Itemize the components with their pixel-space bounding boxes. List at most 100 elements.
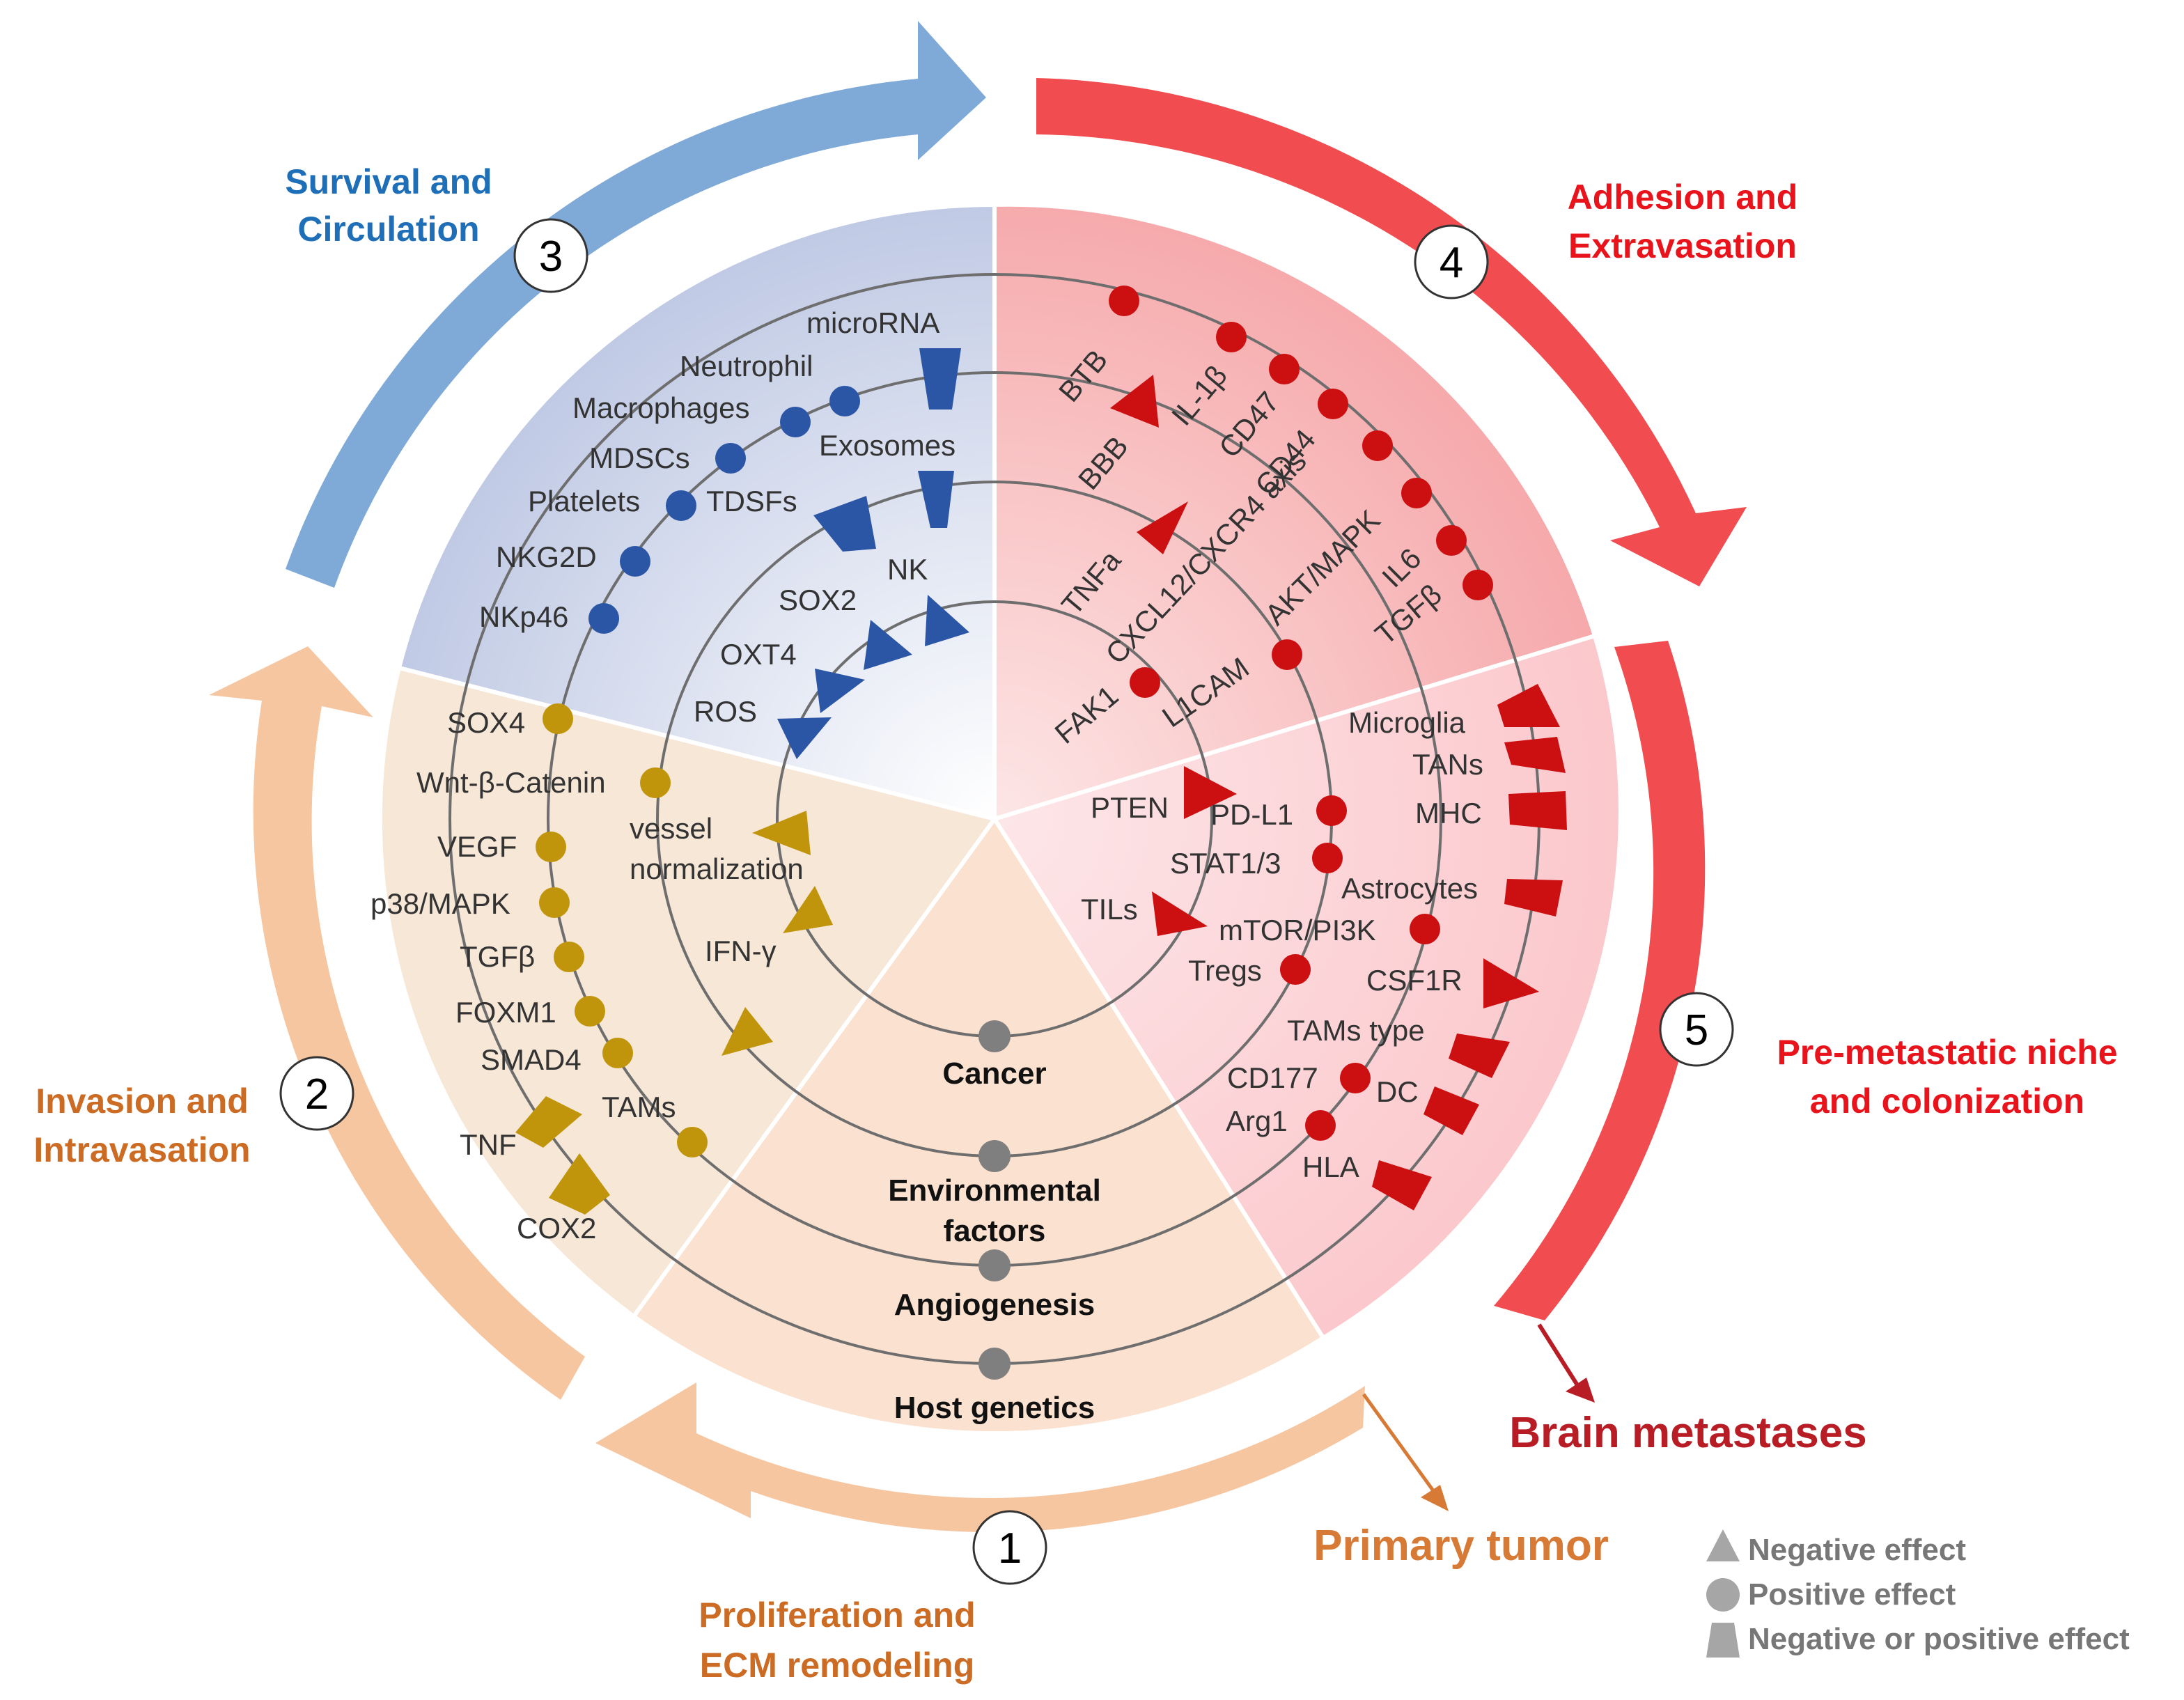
dual-effect-marker (919, 348, 961, 410)
primary-pointer-line (1362, 1393, 1438, 1496)
factor-wnt: Wnt-β-Catenin (416, 766, 606, 799)
negative-marker (1110, 375, 1159, 428)
positive-marker (666, 490, 696, 521)
positive-marker (539, 887, 570, 918)
factor-tdsfs: TDSFs (706, 485, 797, 517)
factor-macrophages: Macrophages (572, 391, 749, 424)
positive-marker (1401, 478, 1432, 508)
factor-tams: TAMs (602, 1091, 676, 1123)
primary-tumor-label: Primary tumor (1313, 1522, 1609, 1570)
survival-factors: microRNA Neutrophil Macrophages MDSCs Ex… (479, 306, 969, 759)
positive-marker (640, 767, 671, 798)
negative-marker (925, 595, 969, 646)
factor-cox2: COX2 (517, 1212, 596, 1245)
positive-marker (1269, 354, 1300, 384)
stage-5-number: 5 (1685, 1006, 1708, 1054)
negative-marker (722, 1007, 773, 1056)
positive-marker (575, 996, 605, 1027)
negative-marker (777, 717, 832, 759)
factor-pten: PTEN (1091, 791, 1169, 824)
factor-foxm1: FOXM1 (455, 996, 556, 1029)
positive-marker (602, 1038, 633, 1068)
stage-4-label-2: Extravasation (1568, 226, 1797, 265)
factor-p38: p38/MAPK (370, 887, 510, 920)
stage-3-badge: 3 (513, 218, 588, 293)
brain-pointer-line (1537, 1323, 1584, 1394)
stage-5-arrow (1494, 641, 1706, 1320)
dual-effect-marker (515, 1096, 582, 1148)
positive-marker (780, 407, 811, 437)
dual-effect-marker (1504, 737, 1566, 773)
negative-marker (1152, 891, 1208, 936)
ring-label-environmental-2: factors (944, 1214, 1046, 1248)
ring-label-environmental-1: Environmental (888, 1173, 1101, 1208)
factor-tils: TILs (1081, 893, 1138, 926)
negative-marker (1483, 958, 1539, 1008)
legend-positive-label: Positive effect (1748, 1577, 1956, 1612)
stage-1-label-2: ECM remodeling (700, 1646, 974, 1685)
positive-marker (1280, 954, 1311, 985)
negative-marker (864, 620, 912, 670)
factor-ifng: IFN-γ (705, 935, 777, 967)
factor-smad4: SMAD4 (481, 1043, 582, 1076)
factor-tamstype: TAMs type (1287, 1014, 1425, 1047)
stage-3-number: 3 (539, 233, 563, 281)
dual-effect-marker (918, 471, 954, 528)
stage-2-badge: 2 (279, 1056, 354, 1131)
positive-marker (1462, 570, 1493, 600)
sector-proliferation (630, 815, 1327, 1435)
ring-marker-environmental (978, 1140, 1011, 1172)
factor-nkg2d: NKG2D (496, 540, 597, 573)
stage-1-label-1: Proliferation and (699, 1596, 975, 1635)
factor-pdl1: PD-L1 (1210, 798, 1293, 831)
ring-label-angiogenesis: Angiogenesis (894, 1288, 1095, 1322)
ring-marker-host (978, 1348, 1011, 1380)
primary-pointer-head (1421, 1485, 1449, 1511)
sector-survival (396, 202, 997, 822)
stage-3-arrow (286, 21, 986, 588)
factor-arg1: Arg1 (1226, 1105, 1288, 1137)
negative-marker (752, 811, 811, 855)
positive-marker (715, 443, 746, 474)
factor-platelets: Platelets (528, 485, 640, 517)
positive-marker (1316, 795, 1347, 826)
brain-pointer-head (1566, 1378, 1595, 1403)
factor-microrna: microRNA (806, 306, 939, 339)
sector-adhesion (992, 202, 1598, 822)
positive-marker (1312, 843, 1343, 873)
positive-marker (829, 386, 860, 416)
positive-marker (1362, 430, 1393, 461)
stage-2-number: 2 (305, 1070, 329, 1118)
stage-3-label-2: Circulation (297, 210, 479, 249)
positive-marker (1318, 389, 1348, 419)
positive-marker (536, 832, 566, 862)
ring-label-host: Host genetics (894, 1391, 1095, 1425)
factor-mdscs: MDSCs (589, 442, 690, 474)
positive-marker (1216, 322, 1247, 352)
factor-vessel-1: vessel (630, 812, 712, 845)
factor-astrocytes: Astrocytes (1341, 872, 1478, 905)
dual-effect-marker (1372, 1160, 1432, 1210)
stage-2-label-1: Invasion and (36, 1082, 249, 1121)
sector-niche (991, 633, 1623, 1341)
positive-marker (677, 1127, 708, 1157)
factor-sox4: SOX4 (447, 706, 525, 739)
factor-dc: DC (1376, 1075, 1419, 1108)
factor-mtor: mTOR/PI3K (1219, 914, 1376, 946)
factor-exosomes: Exosomes (819, 429, 956, 462)
stage-3-label-1: Survival and (285, 162, 492, 201)
positive-marker (1410, 914, 1440, 944)
factor-tregs: Tregs (1188, 954, 1262, 987)
stage-1-badge: 1 (972, 1510, 1047, 1585)
positive-marker (588, 603, 619, 634)
dual-effect-marker (1424, 1086, 1479, 1135)
invasion-factors: SOX4 Wnt-β-Catenin vessel normalization … (370, 703, 833, 1245)
dual-effect-marker (1449, 1034, 1510, 1078)
positive-marker (620, 546, 650, 577)
dual-effect-marker (1497, 684, 1560, 727)
factor-ros: ROS (694, 695, 757, 728)
legend-both-label: Negative or positive effect (1748, 1622, 2130, 1656)
stage-5-label-2: and colonization (1810, 1082, 2084, 1121)
factor-tans: TANs (1412, 748, 1483, 781)
